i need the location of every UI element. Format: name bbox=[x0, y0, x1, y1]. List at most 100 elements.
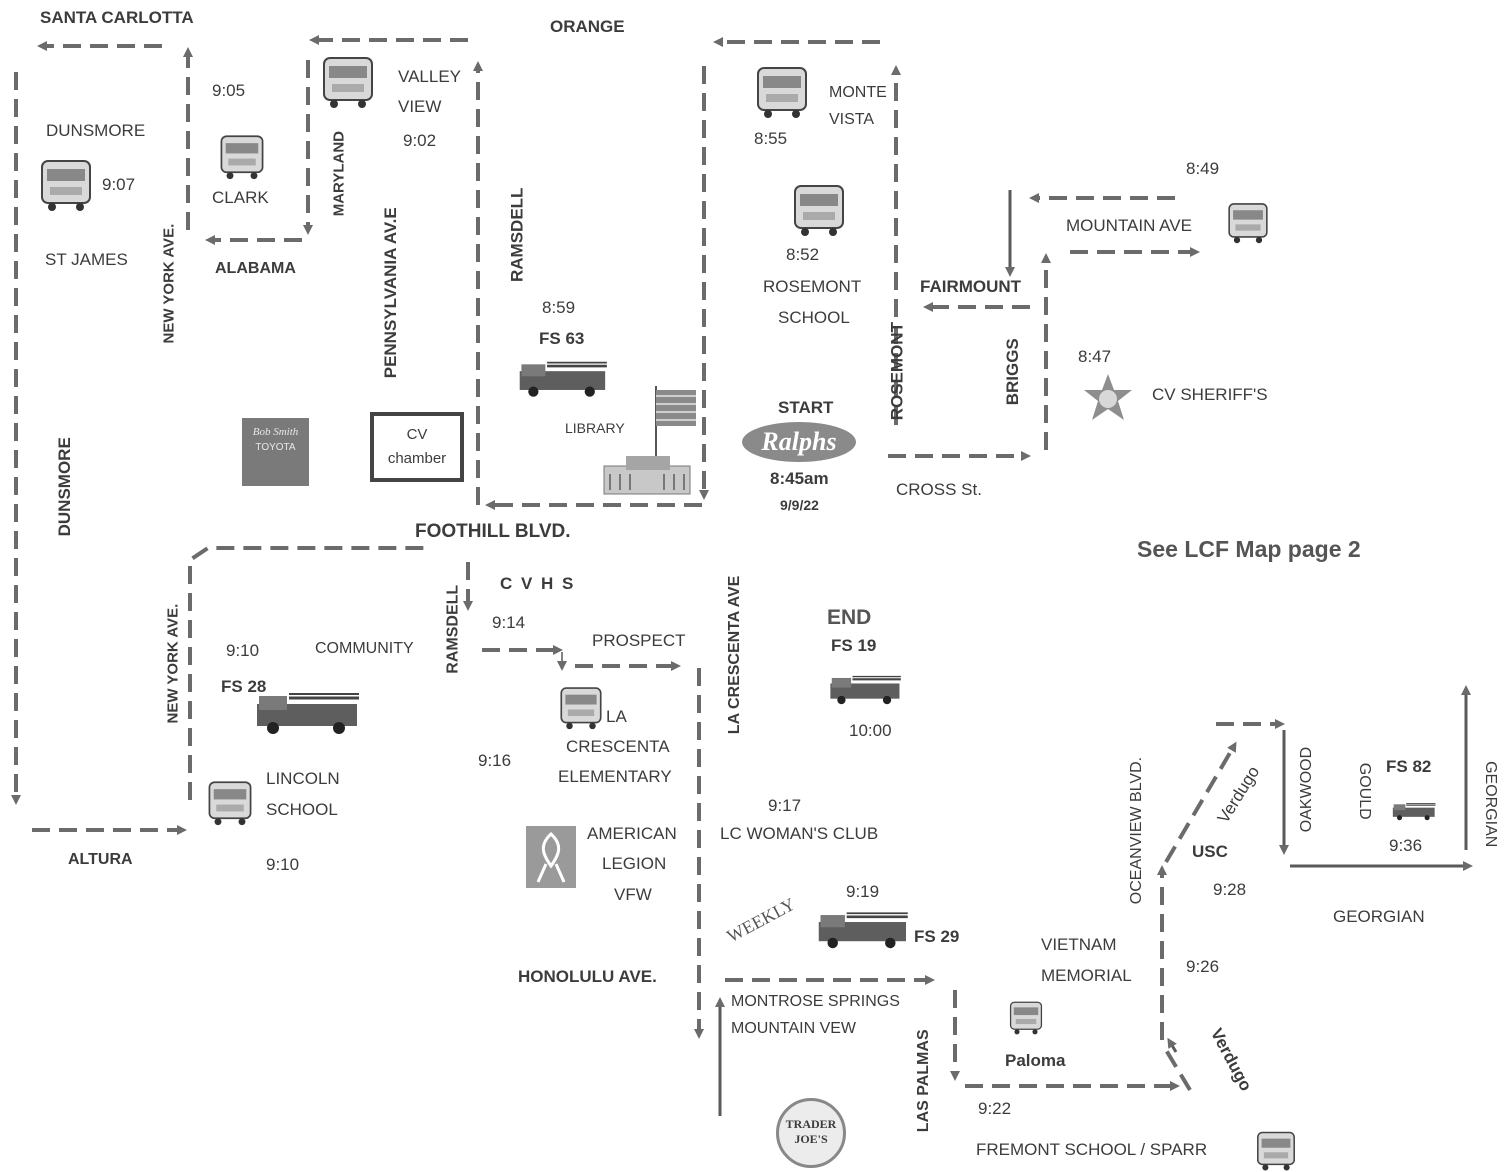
toyota-line2: TOYOTA bbox=[255, 442, 296, 453]
time-usc: 9:28 bbox=[1213, 880, 1247, 899]
time-fs28: 9:10 bbox=[226, 641, 260, 660]
stop-dunsmore: DUNSMORE bbox=[46, 121, 146, 140]
school-bus-icon bbox=[757, 67, 807, 118]
stop-fremont: FREMONT SCHOOL / SPARR bbox=[976, 1140, 1208, 1159]
start-time: 8:45am bbox=[770, 469, 829, 488]
see-lcf-map: See LCF Map page 2 bbox=[1137, 536, 1361, 562]
time-lc-elementary: 9:16 bbox=[478, 751, 512, 770]
school-bus-icon bbox=[220, 135, 264, 180]
stop-montrose-2: MOUNTAIN VEW bbox=[731, 1020, 857, 1037]
fire-engine-icon bbox=[519, 361, 607, 397]
street-georgian-side: GEORGIAN bbox=[1482, 761, 1500, 848]
route-lines bbox=[11, 35, 1285, 1092]
cv-chamber-logo: CV chamber bbox=[370, 412, 464, 482]
time-womans-club: 9:17 bbox=[768, 796, 802, 815]
school-bus-icon bbox=[794, 185, 844, 236]
stop-lc-elementary-1: LA bbox=[606, 707, 627, 726]
school-bus-icon bbox=[560, 687, 602, 730]
trader-joes-line1: TRADER bbox=[785, 1117, 837, 1131]
street-maryland: MARYLAND bbox=[330, 130, 348, 217]
stop-community: COMMUNITY bbox=[315, 640, 414, 657]
time-clark: 9:05 bbox=[212, 81, 246, 100]
stop-lincoln-1: LINCOLN bbox=[266, 769, 340, 788]
toyota-line1: Bob Smith bbox=[252, 426, 299, 438]
stop-library: LIBRARY bbox=[565, 420, 625, 436]
end-label: END bbox=[827, 606, 872, 629]
street-prospect: PROSPECT bbox=[592, 631, 686, 650]
street-fairmount: FAIRMOUNT bbox=[920, 277, 1022, 296]
street-pennsylvania: PENNSYLVANIA AV.E bbox=[381, 207, 401, 379]
street-oceanview: OCEANVIEW BLVD. bbox=[1127, 756, 1145, 905]
street-briggs: BRIGGS bbox=[1003, 338, 1023, 406]
stop-lc-elementary-2: CRESCENTA bbox=[566, 737, 670, 756]
time-end: 10:00 bbox=[849, 721, 892, 740]
stop-clark: CLARK bbox=[212, 188, 269, 207]
street-ramsdell-bottom: RAMSDELL bbox=[444, 584, 462, 674]
fire-engine-icon bbox=[818, 912, 908, 949]
street-rosemont: ROSEMONT bbox=[887, 322, 907, 421]
stop-fs28: FS 28 bbox=[221, 677, 267, 696]
street-orange: ORANGE bbox=[550, 17, 625, 36]
time-dunsmore: 9:07 bbox=[102, 175, 136, 194]
time-fs63: 8:59 bbox=[542, 298, 576, 317]
time-sheriff: 8:47 bbox=[1078, 347, 1112, 366]
street-gould: GOULD bbox=[1356, 762, 1374, 820]
fire-engine-icon bbox=[257, 693, 359, 734]
time-valley-view: 9:02 bbox=[403, 131, 437, 150]
trader-joes-logo: TRADER JOE'S bbox=[776, 1098, 846, 1168]
time-paloma: 9:22 bbox=[978, 1099, 1012, 1118]
fire-engine-icon bbox=[830, 675, 901, 705]
stop-valley-view-2: VIEW bbox=[398, 97, 442, 116]
street-foothill: FOOTHILL BLVD. bbox=[415, 521, 571, 542]
time-mountain: 8:49 bbox=[1186, 159, 1220, 178]
start-date: 9/9/22 bbox=[780, 497, 819, 513]
stop-womans-club: LC WOMAN'S CLUB bbox=[720, 824, 879, 843]
stop-paloma: Paloma bbox=[1005, 1051, 1066, 1070]
street-ramsdell-top: RAMSDELL bbox=[507, 187, 527, 283]
time-fs82: 9:36 bbox=[1389, 836, 1423, 855]
stop-fs29: FS 29 bbox=[914, 927, 960, 946]
cv-chamber-line1: CV bbox=[406, 426, 428, 443]
school-bus-icon bbox=[1228, 203, 1268, 244]
time-oceanview: 9:26 bbox=[1186, 957, 1220, 976]
stop-rosemont-school-1: ROSEMONT bbox=[763, 277, 862, 296]
time-fs29: 9:19 bbox=[846, 882, 880, 901]
stop-montrose-1: MONTROSE SPRINGS bbox=[731, 993, 900, 1010]
american-legion-ribbon-logo bbox=[526, 826, 576, 888]
time-lincoln: 9:10 bbox=[266, 855, 300, 874]
stop-legion-1: AMERICAN bbox=[587, 824, 677, 843]
toyota-logo: Bob Smith TOYOTA bbox=[242, 418, 309, 486]
street-altura: ALTURA bbox=[68, 851, 133, 868]
street-new-york-bottom: NEW YORK AVE. bbox=[164, 603, 182, 724]
street-oakwood: OAKWOOD bbox=[1297, 746, 1315, 833]
stop-vietnam-2: MEMORIAL bbox=[1041, 966, 1132, 985]
library-icon bbox=[603, 386, 696, 495]
street-santa-carlotta: SANTA CARLOTTA bbox=[40, 8, 194, 27]
solid-route-lines bbox=[557, 190, 1473, 1116]
time-monte-vista: 8:55 bbox=[754, 129, 788, 148]
stop-monte-vista-2: VISTA bbox=[829, 111, 875, 128]
street-honolulu: HONOLULU AVE. bbox=[518, 967, 657, 986]
stop-legion-2: LEGION bbox=[602, 854, 667, 873]
school-bus-icon bbox=[1009, 1001, 1043, 1035]
street-dunsmore: DUNSMORE bbox=[55, 437, 75, 537]
school-bus-icon bbox=[1257, 1131, 1295, 1171]
stop-fs82: FS 82 bbox=[1386, 757, 1432, 776]
stop-monte-vista-1: MONTE bbox=[829, 84, 887, 101]
cv-chamber-line2: chamber bbox=[387, 450, 447, 467]
stop-lc-elementary-3: ELEMENTARY bbox=[558, 767, 672, 786]
stop-sheriff: CV SHERIFF'S bbox=[1152, 385, 1268, 404]
street-new-york-top: NEW YORK AVE. bbox=[160, 223, 178, 344]
trader-joes-line2: JOE'S bbox=[794, 1132, 828, 1146]
street-cross-st: CROSS St. bbox=[896, 480, 982, 499]
stop-vietnam-1: VIETNAM bbox=[1041, 935, 1117, 954]
fire-engine-icon bbox=[1392, 803, 1436, 821]
stop-st-james: ST JAMES bbox=[45, 250, 128, 269]
ribbon-icon bbox=[536, 831, 566, 883]
stop-fs63: FS 63 bbox=[539, 329, 585, 348]
stop-lincoln-2: SCHOOL bbox=[266, 800, 338, 819]
stop-usc: USC bbox=[1192, 842, 1228, 861]
ralphs-logo-text: Ralphs bbox=[761, 427, 837, 456]
street-mountain-ave: MOUNTAIN AVE bbox=[1066, 216, 1192, 235]
